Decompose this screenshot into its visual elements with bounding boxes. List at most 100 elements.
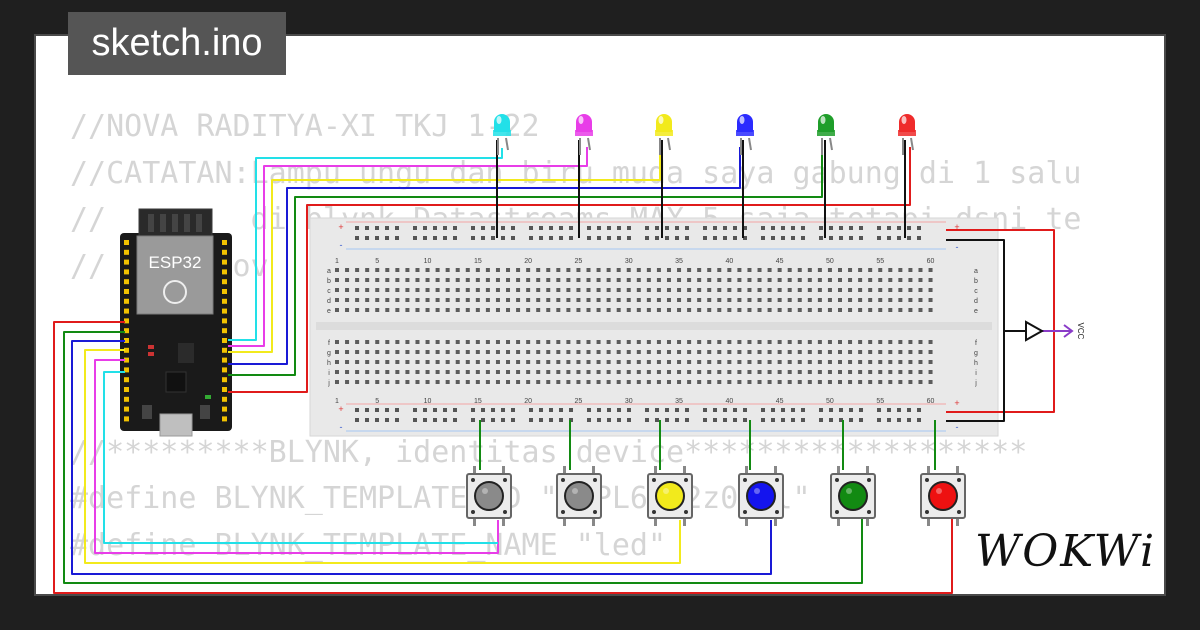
terminal-hole — [677, 360, 682, 364]
terminal-hole — [817, 288, 822, 292]
terminal-hole — [375, 298, 380, 302]
terminal-hole — [827, 360, 832, 364]
rail-hole — [645, 408, 649, 412]
terminal-hole — [697, 298, 702, 302]
terminal-hole — [546, 268, 551, 272]
button-screw — [867, 478, 871, 482]
rail-hole — [917, 408, 921, 412]
antenna-trace — [172, 214, 178, 232]
terminal-hole — [797, 278, 802, 282]
terminal-hole — [546, 288, 551, 292]
led-red — [898, 114, 916, 155]
terminal-hole — [928, 308, 933, 312]
wokwi-logo-text: WOKWi — [975, 526, 1157, 577]
column-label: 20 — [524, 258, 532, 265]
esp32-pin — [124, 240, 129, 245]
terminal-hole — [475, 288, 480, 292]
column-label: 40 — [725, 398, 733, 405]
terminal-hole — [636, 380, 641, 384]
rail-plus-label: + — [338, 222, 343, 232]
terminal-hole — [928, 278, 933, 282]
terminal-hole — [385, 268, 390, 272]
row-label: f — [328, 340, 330, 347]
terminal-hole — [415, 288, 420, 292]
terminal-hole — [898, 278, 903, 282]
button-cap-icon — [655, 481, 685, 511]
terminal-hole — [445, 370, 450, 374]
terminal-hole — [556, 288, 561, 292]
button-highlight — [754, 488, 760, 494]
terminal-hole — [767, 370, 772, 374]
column-label: 20 — [524, 398, 532, 405]
button-screw — [471, 510, 475, 514]
esp32-pin — [222, 269, 227, 275]
terminal-hole — [365, 298, 370, 302]
terminal-hole — [858, 288, 863, 292]
rail-hole — [559, 418, 563, 422]
rail-hole — [587, 226, 591, 230]
terminal-hole — [787, 380, 792, 384]
terminal-hole — [898, 340, 903, 344]
column-label: 30 — [625, 258, 633, 265]
terminal-hole — [767, 268, 772, 272]
rail-hole — [597, 236, 601, 240]
terminal-hole — [375, 288, 380, 292]
row-label: d — [974, 298, 978, 305]
terminal-hole — [848, 278, 853, 282]
terminal-hole — [878, 360, 883, 364]
wire-blue — [228, 147, 741, 365]
rail-hole — [839, 408, 843, 412]
terminal-hole — [526, 380, 531, 384]
rail-hole — [385, 226, 389, 230]
terminal-hole — [335, 340, 339, 344]
terminal-hole — [646, 380, 651, 384]
terminal-hole — [848, 308, 853, 312]
terminal-hole — [727, 308, 732, 312]
terminal-hole — [596, 288, 601, 292]
terminal-hole — [908, 340, 913, 344]
esp32-pin — [124, 377, 129, 383]
wire-green — [228, 147, 823, 376]
rail-hole — [423, 236, 427, 240]
rail-hole — [887, 226, 891, 230]
terminal-hole — [405, 298, 410, 302]
terminal-hole — [717, 370, 722, 374]
rail-hole — [761, 408, 765, 412]
rail-hole — [655, 418, 659, 422]
column-label: 5 — [375, 398, 379, 405]
terminal-hole — [526, 360, 531, 364]
rail-hole — [743, 236, 747, 240]
led-magenta — [575, 114, 593, 155]
rail-hole — [849, 236, 853, 240]
boot-button — [142, 405, 152, 419]
terminal-hole — [677, 350, 682, 354]
terminal-hole — [757, 340, 762, 344]
rail-hole — [569, 408, 573, 412]
esp32-pin — [124, 318, 129, 324]
button-leg — [927, 518, 930, 526]
terminal-hole — [757, 278, 762, 282]
terminal-hole — [335, 360, 339, 364]
terminal-hole — [908, 288, 913, 292]
rail-hole — [539, 236, 543, 240]
terminal-hole — [737, 308, 742, 312]
terminal-hole — [727, 350, 732, 354]
terminal-hole — [415, 298, 420, 302]
esp32-pin — [124, 249, 129, 255]
terminal-hole — [425, 380, 430, 384]
terminal-hole — [677, 268, 682, 272]
terminal-hole — [475, 370, 480, 374]
terminal-hole — [858, 268, 863, 272]
terminal-hole — [918, 278, 923, 282]
terminal-hole — [546, 298, 551, 302]
terminal-hole — [566, 370, 571, 374]
terminal-hole — [435, 298, 440, 302]
button-leg — [774, 518, 777, 526]
terminal-hole — [858, 340, 863, 344]
terminal-hole — [757, 288, 762, 292]
terminal-hole — [465, 308, 470, 312]
terminal-hole — [908, 308, 913, 312]
terminal-hole — [586, 340, 591, 344]
esp32-board[interactable]: ESP32 — [120, 208, 232, 437]
